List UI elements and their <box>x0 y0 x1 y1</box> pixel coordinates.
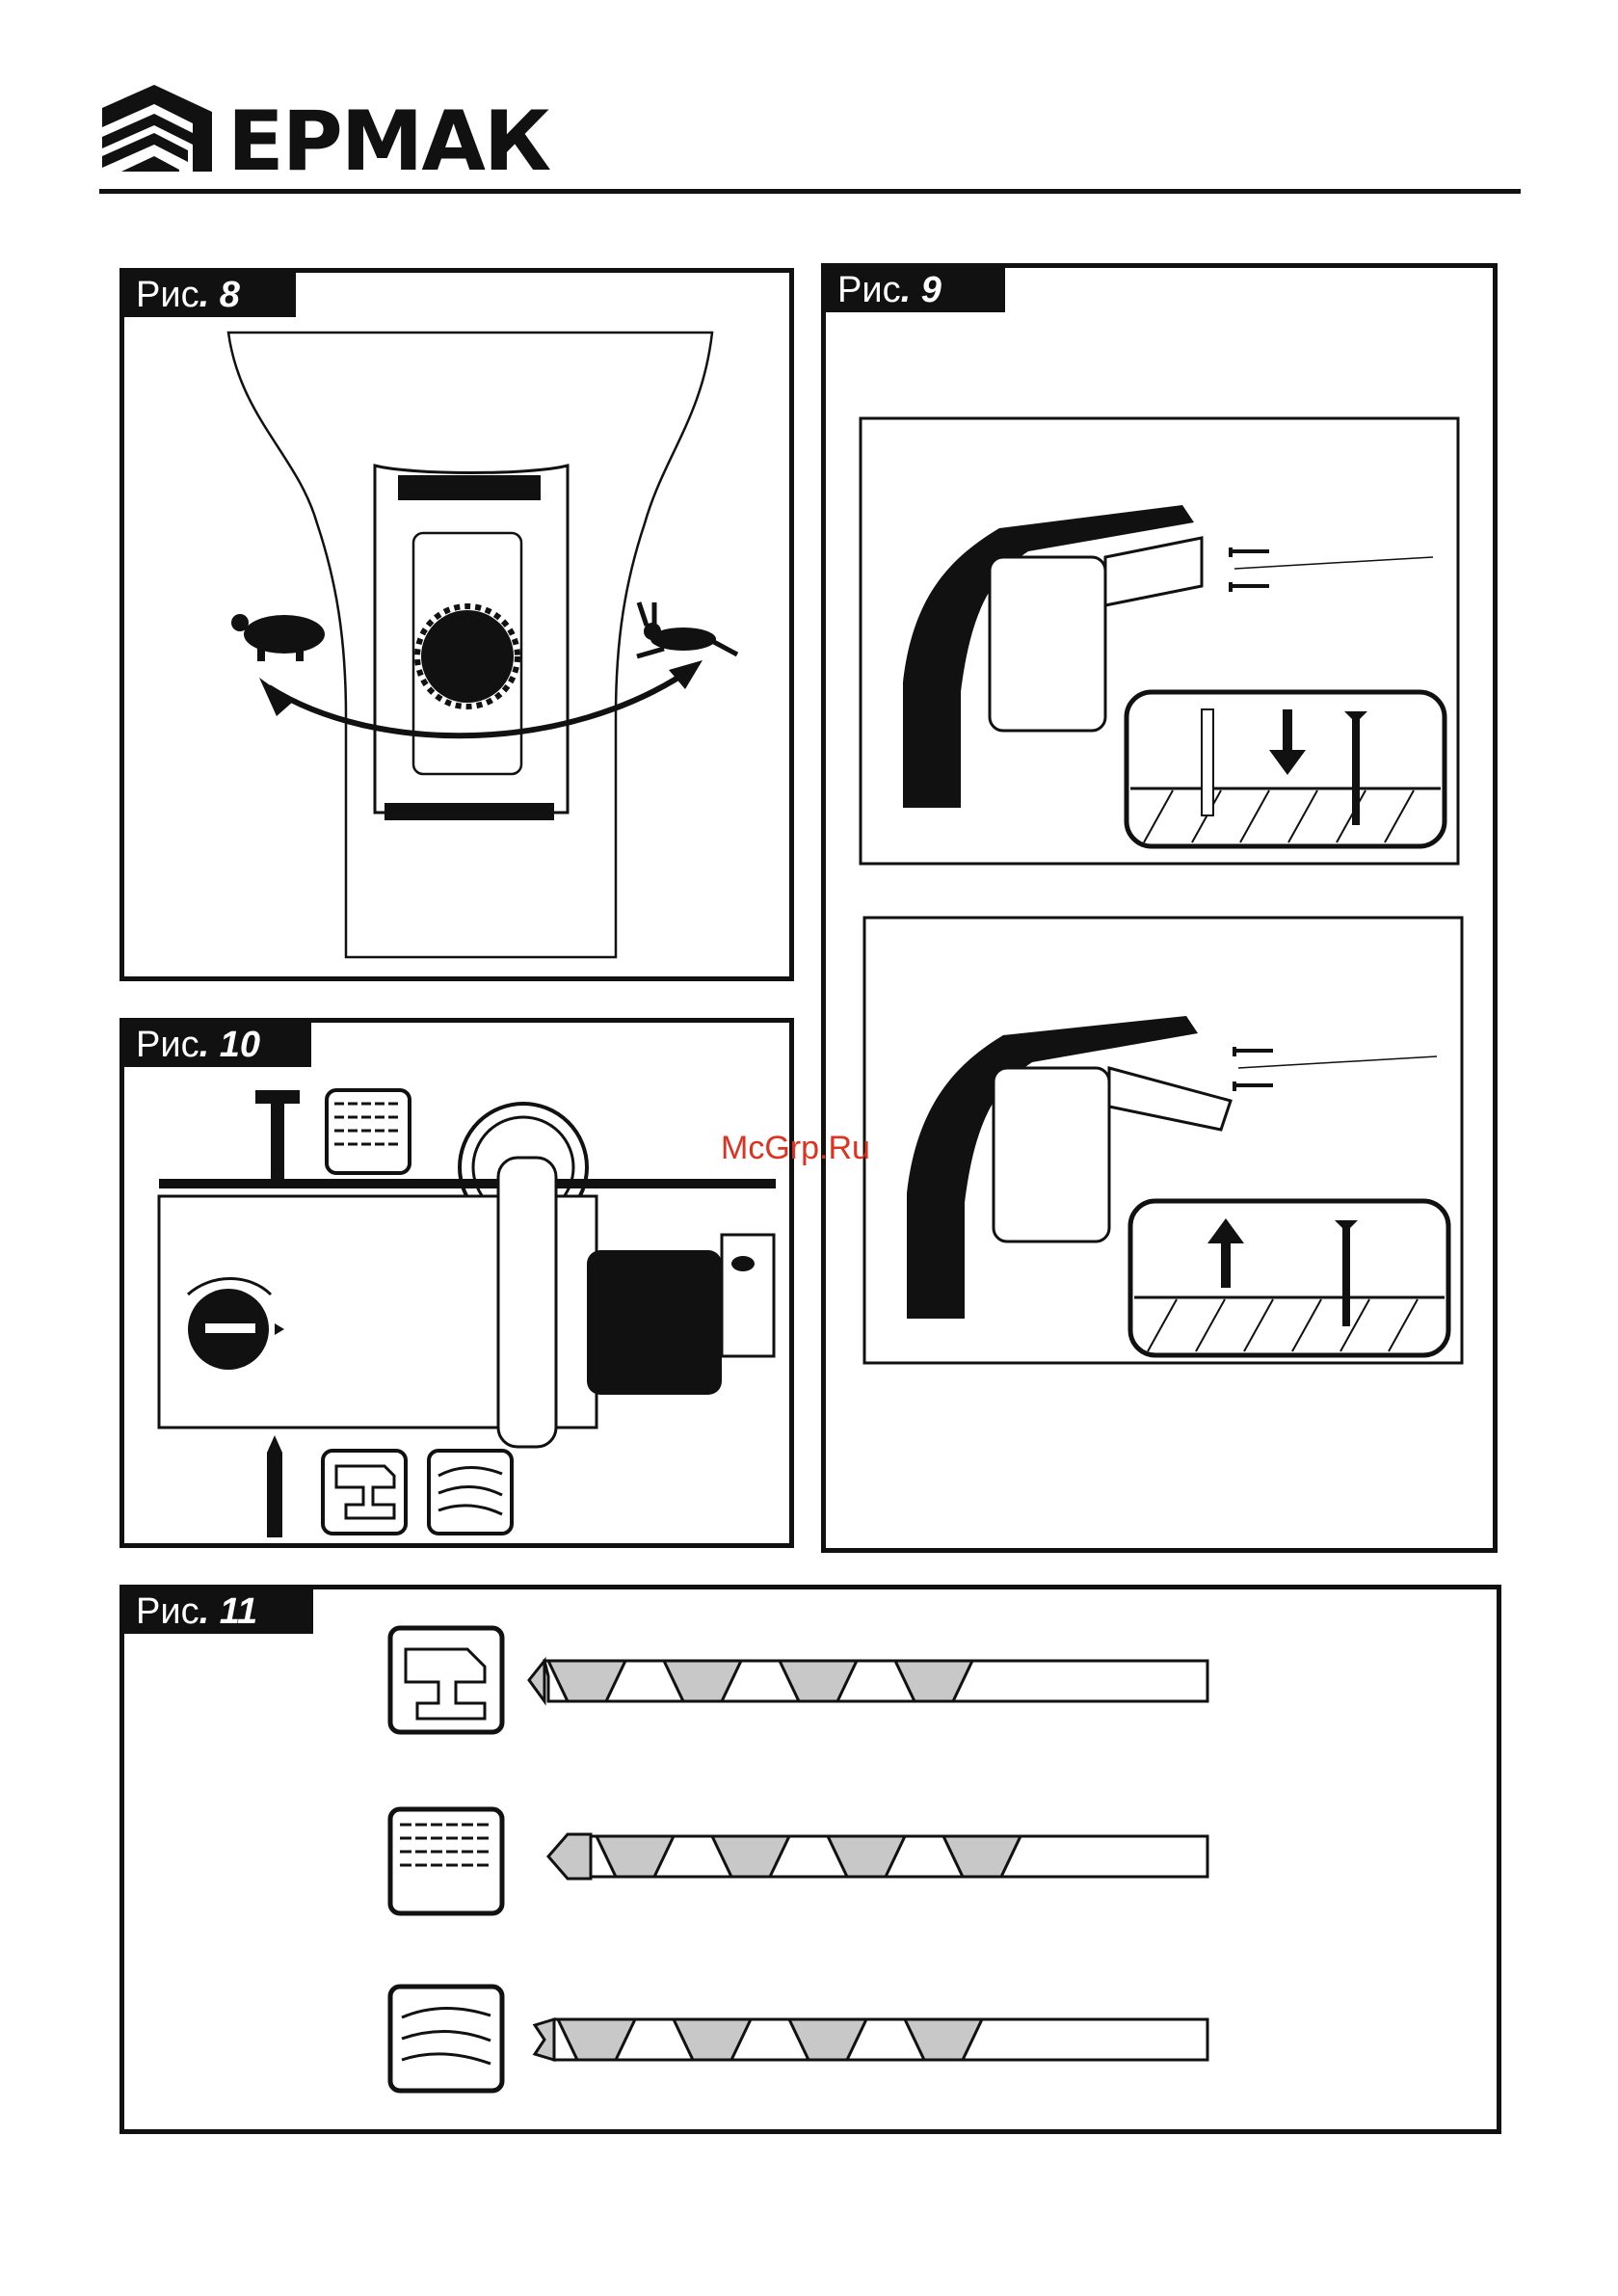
figure-8-panel: Рис. 8 <box>119 268 794 981</box>
wood-drill-bit <box>535 2019 1207 2060</box>
hare-icon <box>637 602 737 656</box>
trigger-reverse-illustration <box>826 268 1502 1558</box>
wood-icon <box>429 1451 512 1534</box>
figure-9-panel: Рис. 9 <box>821 263 1498 1553</box>
brick-icon <box>327 1090 410 1173</box>
drill-bit-icon <box>1202 709 1213 815</box>
speed-dial-icon <box>417 606 517 707</box>
figure-10-panel: Рис. 10 <box>119 1018 794 1548</box>
masonry-drill-bit <box>548 1834 1207 1879</box>
watermark: McGrp.Ru <box>721 1130 870 1167</box>
drill-bits-illustration <box>124 1589 1506 2139</box>
header-rule <box>99 189 1521 194</box>
metal-drill-bit <box>529 1661 1207 1701</box>
wood-icon <box>390 1987 502 2091</box>
drilling-inset <box>1127 692 1445 846</box>
figure-11-panel: Рис. 11 <box>119 1585 1501 2134</box>
turtle-icon <box>231 614 325 661</box>
brand-name: ЕРМАК <box>227 100 549 183</box>
drill-bit-icon <box>267 1435 282 1537</box>
brick-icon <box>390 1809 502 1913</box>
speed-switch-illustration <box>124 273 799 986</box>
mode-selector-illustration <box>124 1023 799 1553</box>
hammer-icon <box>255 1090 300 1185</box>
steel-beam-icon <box>390 1628 502 1732</box>
steel-beam-icon <box>323 1451 406 1534</box>
screw-removal-inset <box>1130 1201 1448 1355</box>
